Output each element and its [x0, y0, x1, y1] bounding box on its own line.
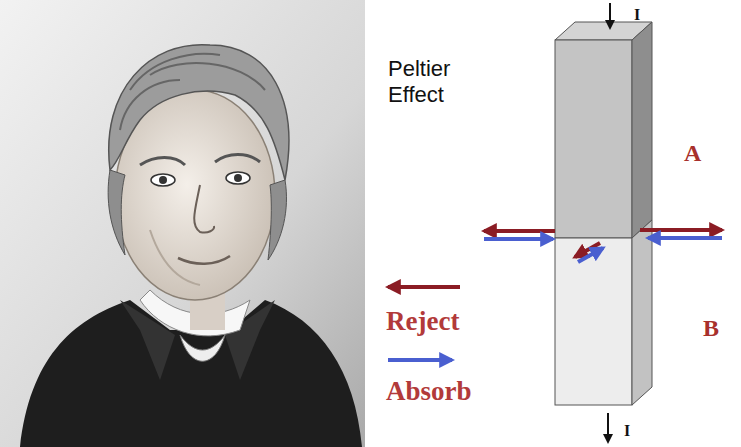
legend-text: Absorb: [386, 376, 472, 407]
current-label: I: [634, 6, 640, 24]
portrait: [0, 0, 365, 447]
current-label: I: [624, 422, 630, 440]
reject-sample: [388, 285, 460, 289]
section-label: A: [684, 140, 701, 167]
current-arrow: [609, 3, 611, 28]
section-label: B: [703, 315, 719, 342]
current-arrow: [607, 413, 609, 442]
bar-section-a: [555, 22, 652, 238]
bar-section-b: [555, 220, 652, 405]
absorb-sample: [388, 358, 452, 362]
heat-arrows: [484, 230, 722, 262]
legend-text: Reject: [386, 306, 459, 337]
diagram-title: Peltier Effect: [388, 56, 508, 108]
